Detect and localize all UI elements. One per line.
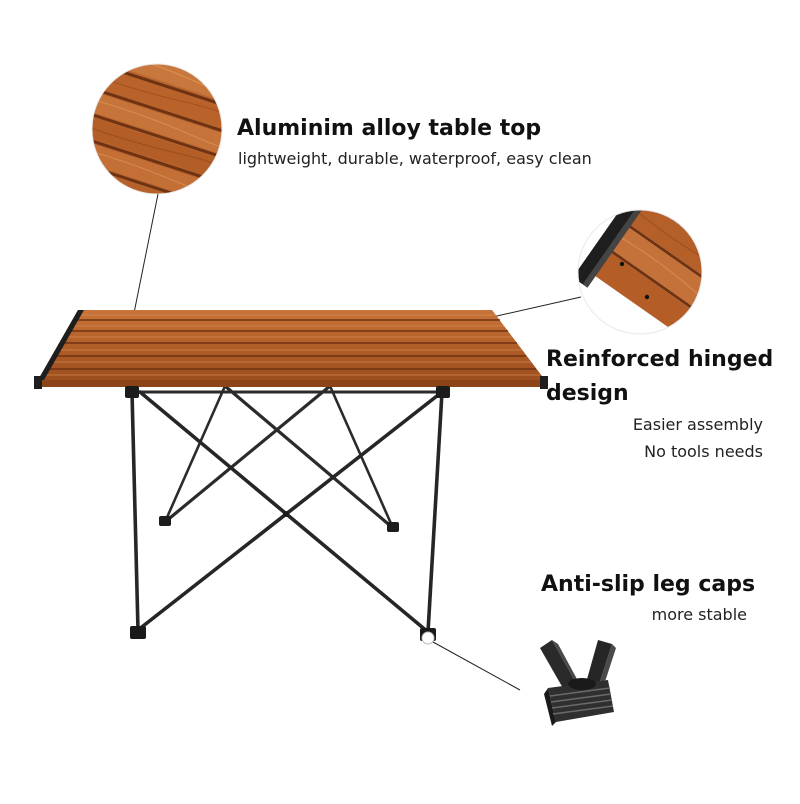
hinge-pointer-line (487, 296, 582, 319)
legcap-closeup (540, 640, 616, 726)
folding-table (34, 310, 548, 641)
legcap-pointer-dot (421, 631, 435, 645)
tabletop-pointer-line (132, 193, 159, 319)
hinge-closeup (577, 209, 703, 335)
legcap-title: Anti-slip leg caps (541, 572, 756, 597)
hinge-title-line2: design (546, 381, 629, 406)
legcap-pointer-line (432, 641, 521, 691)
hinge-subtitle-line2: No tools needs (644, 442, 763, 461)
hinge-subtitle-line1: Easier assembly (632, 415, 763, 434)
legcap-subtitle: more stable (651, 605, 747, 624)
tabletop-subtitle: lightweight, durable, waterproof, easy c… (238, 149, 592, 168)
tabletop-title: Aluminim alloy table top (237, 116, 542, 141)
hinge-title-line1: Reinforced hinged (546, 347, 774, 372)
